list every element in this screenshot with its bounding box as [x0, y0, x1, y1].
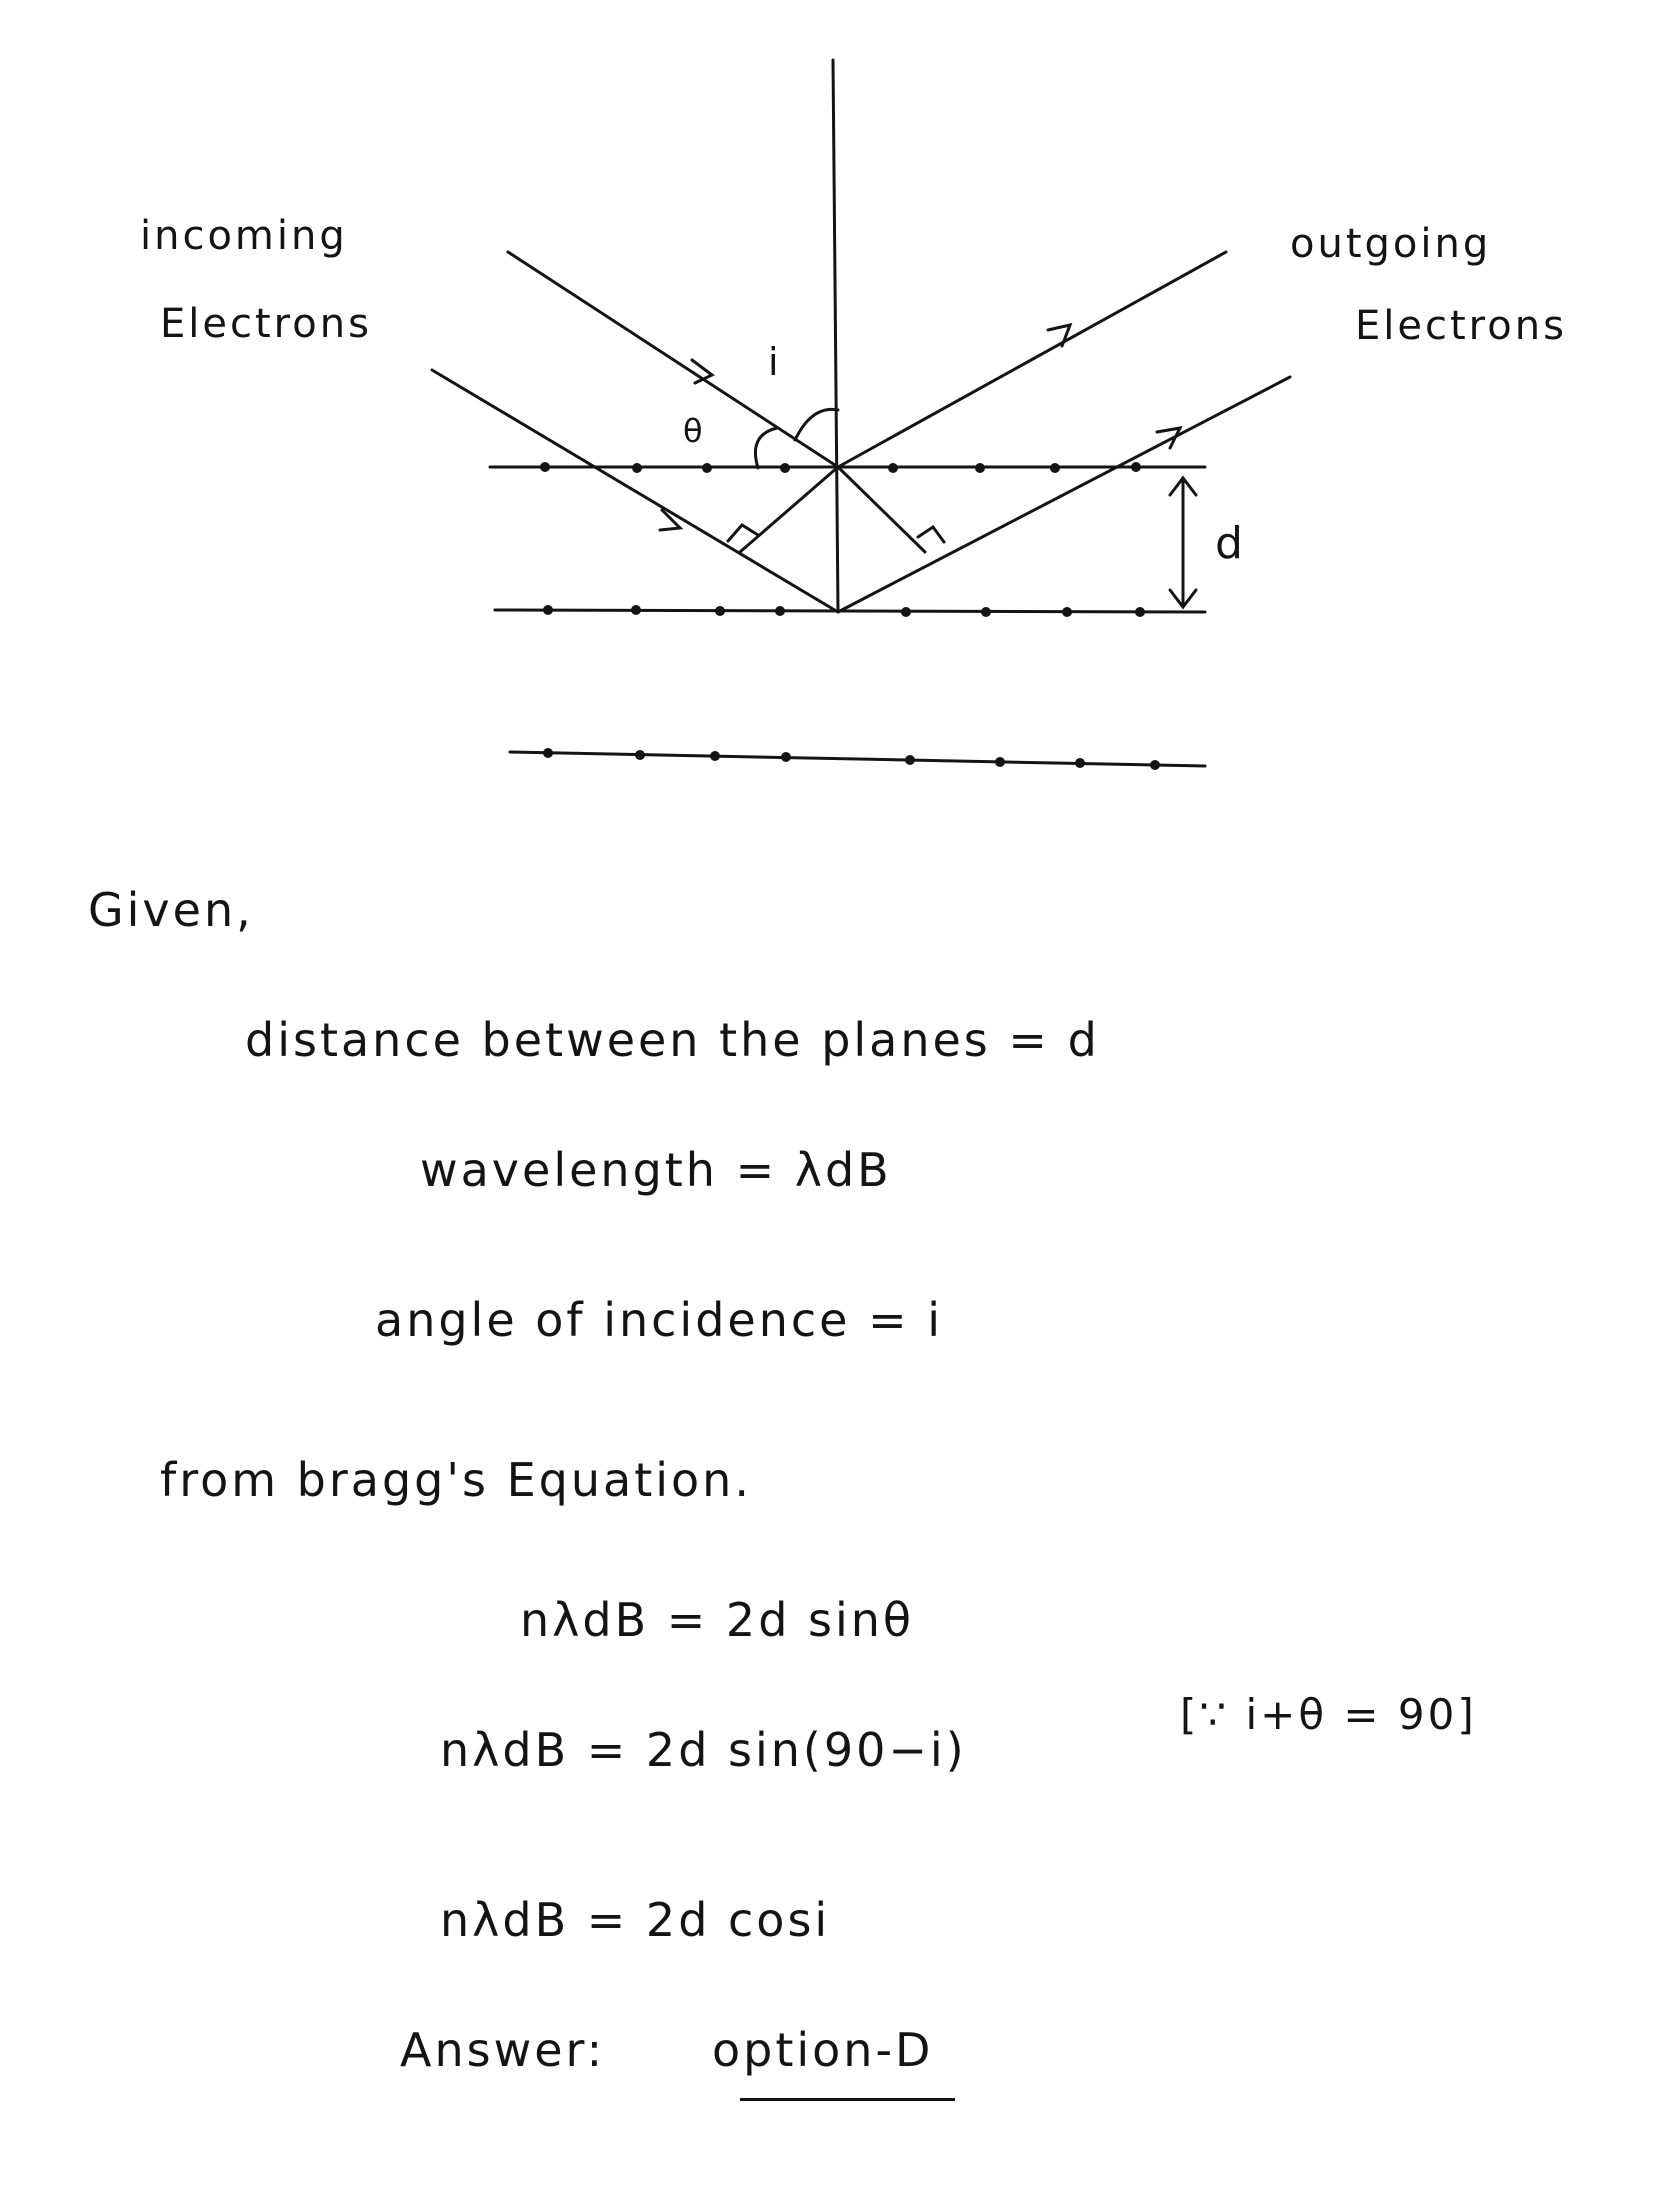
symbol-theta: θ	[683, 412, 706, 450]
arrowhead-incoming-2	[658, 508, 684, 532]
equation-2-note: [∵ i+θ = 90]	[1180, 1690, 1477, 1739]
lattice-atom	[715, 606, 725, 616]
lattice-atom	[781, 752, 791, 762]
answer-underline	[740, 2098, 955, 2101]
perpendicular-left	[738, 465, 840, 554]
right-angle-marker-left	[726, 523, 760, 543]
from-braggs-equation: from bragg's Equation.	[160, 1453, 752, 1507]
answer-value: option-D	[712, 2023, 934, 2077]
d-arrowhead-top	[1168, 475, 1198, 497]
given-distance: distance between the planes = d	[245, 1013, 1100, 1067]
lattice-atom	[888, 463, 898, 473]
equation-1: nλdB = 2d sinθ	[520, 1593, 915, 1647]
normal-line	[831, 58, 840, 614]
equation-3: nλdB = 2d cosi	[440, 1893, 831, 1947]
angle-arc-theta	[753, 426, 779, 470]
lattice-atom	[543, 605, 553, 615]
incoming-ray-2	[430, 368, 840, 614]
bragg-diffraction-diagram	[430, 58, 1292, 770]
lattice-atom	[631, 605, 641, 615]
lattice-atom	[1075, 758, 1085, 768]
label-incoming-line1: incoming	[140, 213, 348, 259]
right-angle-marker-right	[916, 524, 946, 544]
equation-2: nλdB = 2d sin(90−i)	[440, 1723, 967, 1777]
lattice-atom	[1050, 463, 1060, 473]
symbol-d: d	[1215, 518, 1246, 569]
lattice-atom	[981, 607, 991, 617]
incoming-ray-1	[506, 250, 840, 469]
given-angle: angle of incidence = i	[375, 1293, 944, 1347]
lattice-atom	[780, 463, 790, 473]
lattice-atom	[901, 607, 911, 617]
lattice-atom	[1062, 607, 1072, 617]
lattice-atom	[543, 748, 553, 758]
lattice-atom	[1135, 607, 1145, 617]
lattice-atom	[635, 750, 645, 760]
lattice-atom	[905, 755, 915, 765]
lattice-atom	[1131, 462, 1141, 472]
outgoing-ray-2	[836, 375, 1292, 614]
d-arrowhead-bottom	[1168, 588, 1198, 610]
crystal-plane-2	[493, 608, 1207, 614]
lattice-atom	[540, 462, 550, 472]
answer-label: Answer:	[400, 2023, 606, 2077]
arrowhead-incoming-1	[690, 358, 715, 385]
given-wavelength: wavelength = λdB	[420, 1143, 892, 1197]
lattice-atom	[975, 463, 985, 473]
label-outgoing-line1: outgoing	[1290, 221, 1492, 267]
angle-arc-i	[793, 407, 840, 442]
lattice-atom	[702, 463, 712, 473]
lattice-atom	[995, 757, 1005, 767]
perpendicular-right	[836, 465, 927, 554]
given-heading: Given,	[88, 883, 254, 937]
arrowhead-outgoing-1	[1046, 322, 1073, 348]
arrowhead-outgoing-2	[1155, 426, 1183, 450]
outgoing-ray-1	[836, 250, 1228, 469]
symbol-i: i	[768, 340, 782, 384]
crystal-plane-3	[508, 750, 1207, 768]
lattice-atom	[632, 463, 642, 473]
label-outgoing-line2: Electrons	[1355, 303, 1567, 349]
label-incoming-line2: Electrons	[160, 301, 372, 347]
lattice-atom	[1150, 760, 1160, 770]
lattice-atom	[775, 606, 785, 616]
lattice-atom	[710, 751, 720, 761]
